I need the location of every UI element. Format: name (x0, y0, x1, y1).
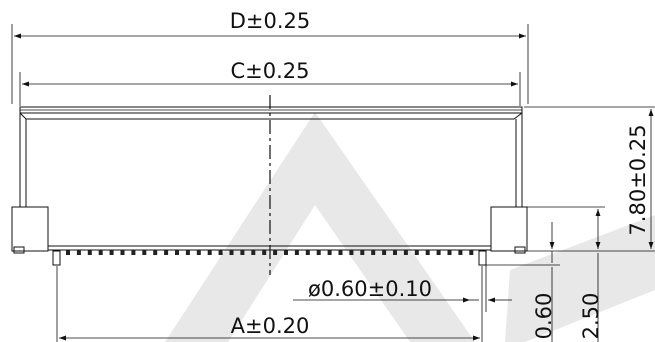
contact-pin (207, 250, 212, 255)
contact-pin (196, 250, 201, 255)
contact-pin (142, 250, 147, 255)
contact-pin (469, 250, 474, 255)
contact-pin (316, 250, 321, 255)
contact-pin (403, 250, 408, 255)
dimension-d-label: D±0.25 (230, 9, 311, 33)
contact-pin (185, 250, 190, 255)
contact-pin (66, 250, 70, 255)
contact-pin (87, 250, 92, 255)
dimension-post-length: 0.60 (486, 222, 560, 342)
contact-pin (153, 250, 158, 255)
contact-pin (414, 250, 419, 255)
contact-pin (436, 250, 441, 255)
contact-pin (360, 250, 365, 255)
contact-pin (218, 250, 223, 255)
contact-pin (98, 250, 103, 255)
contact-pin (371, 250, 376, 255)
dimension-height: 7.80±0.25 (524, 106, 655, 252)
contact-pin (284, 250, 288, 255)
contact-pin (447, 250, 452, 255)
contact-pin (131, 250, 136, 255)
contact-pin (240, 250, 245, 255)
dimension-offset: 2.50 (527, 206, 605, 342)
contact-pin (175, 250, 179, 255)
contact-pin (327, 250, 332, 255)
contact-pin (294, 250, 299, 255)
contact-pin (338, 250, 343, 255)
dimension-height-label: 7.80±0.25 (626, 124, 650, 235)
dimension-c-label: C±0.25 (230, 59, 309, 83)
contact-pin (251, 250, 256, 255)
watermark-logo (165, 112, 655, 342)
contact-pin (273, 250, 278, 255)
contact-pin (382, 250, 387, 255)
dimension-c: C±0.25 (19, 59, 521, 106)
dimension-pin-diameter-label: ø0.60±0.10 (308, 277, 432, 301)
contact-pin (458, 250, 463, 255)
contact-pin (164, 250, 169, 255)
dimension-a: A±0.20 (56, 266, 483, 342)
contact-pin (76, 250, 81, 255)
dimension-pin-diameter: ø0.60±0.10 (293, 262, 512, 312)
dimension-offset-label: 2.50 (579, 293, 603, 340)
contact-pin (229, 250, 234, 255)
contact-pin (305, 250, 310, 255)
contact-pin (425, 250, 430, 255)
contact-pin (262, 250, 267, 255)
contact-pins (66, 250, 474, 255)
contact-pin (349, 250, 354, 255)
contact-pin (120, 250, 125, 255)
dimension-a-label: A±0.20 (231, 314, 310, 338)
contact-pin (393, 250, 397, 255)
dimension-d: D±0.25 (11, 9, 529, 104)
dimension-post-length-label: 0.60 (532, 293, 556, 340)
contact-pin (109, 250, 114, 255)
